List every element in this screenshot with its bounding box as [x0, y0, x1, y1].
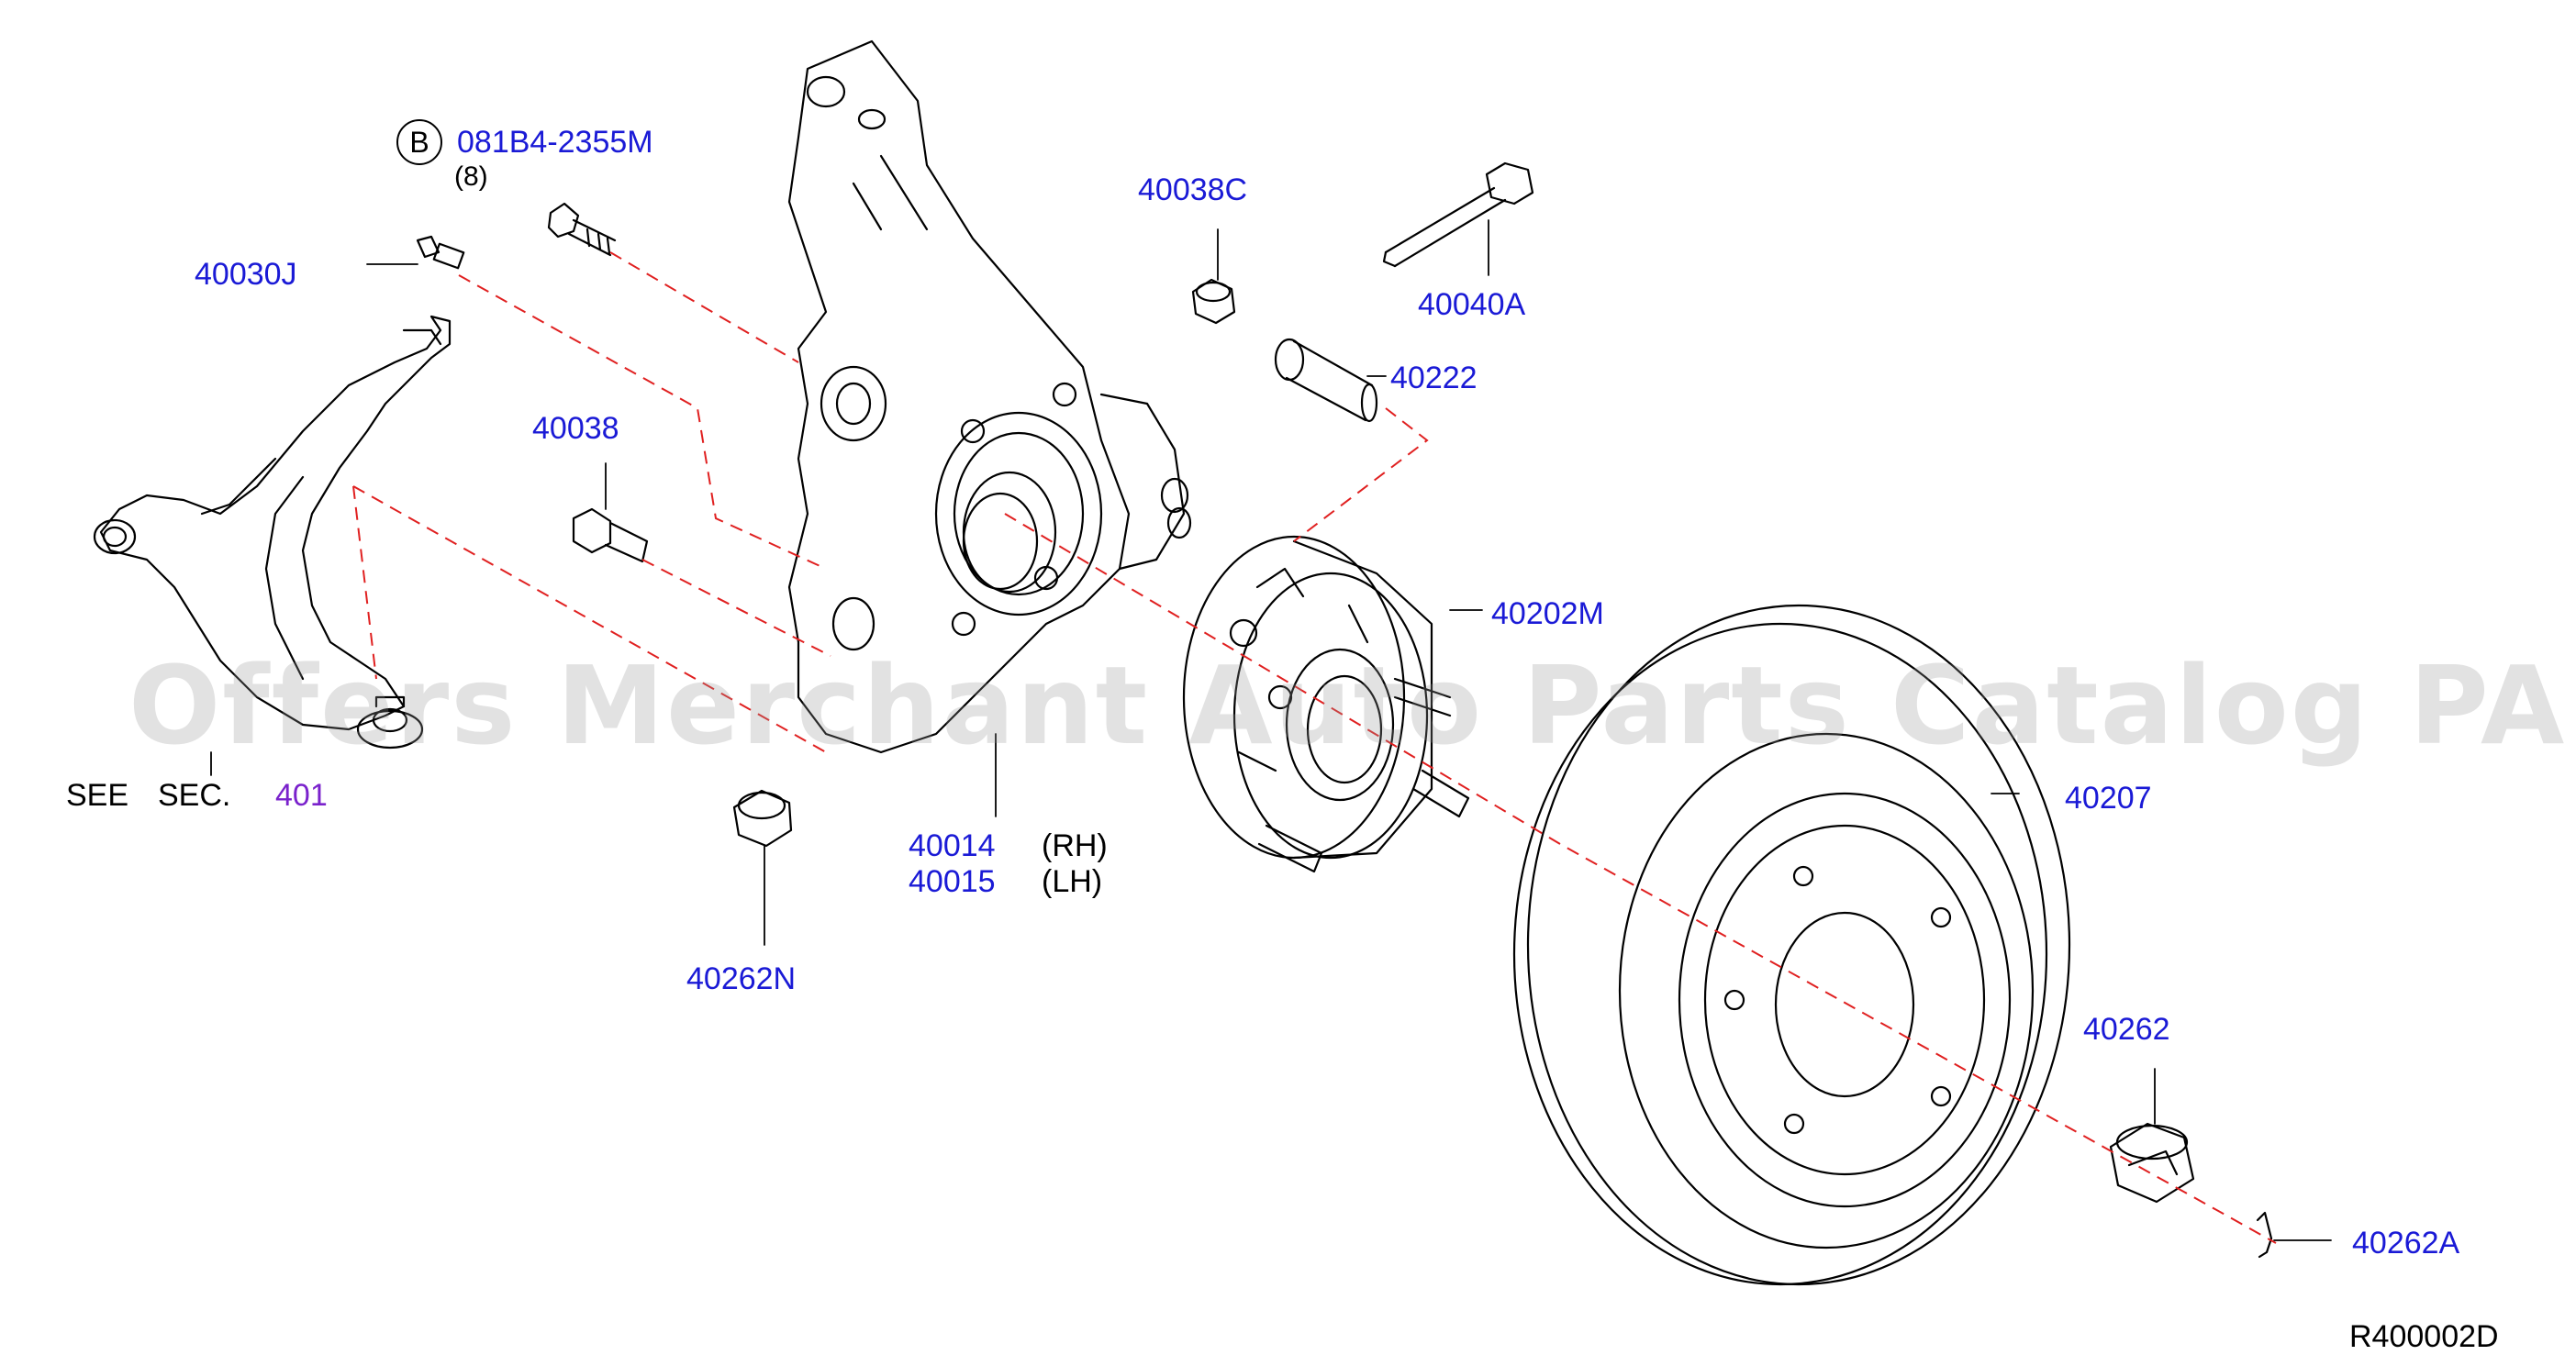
bolt-ref-letter: B [409, 125, 429, 159]
bolt-40038 [572, 507, 649, 563]
label-40262a[interactable]: 40262A [2352, 1226, 2460, 1260]
label-40262[interactable]: 40262 [2083, 1012, 2170, 1047]
lower-control-arm [93, 315, 452, 750]
section-link-401[interactable]: 401 [275, 778, 328, 813]
bolt-ref-circle: B [396, 119, 442, 165]
stud-40222 [1274, 338, 1378, 423]
label-40202m[interactable]: 40202M [1491, 596, 1604, 631]
label-40014[interactable]: 40014 [909, 828, 996, 863]
label-40207[interactable]: 40207 [2065, 781, 2152, 816]
label-081b4-2355m[interactable]: 081B4-2355M [457, 125, 653, 160]
label-40040a[interactable]: 40040A [1418, 287, 1526, 322]
hub-40202m [1182, 535, 1470, 873]
nut-40262n [732, 789, 793, 848]
nut-40038c [1191, 278, 1236, 325]
stud-40030j [416, 235, 465, 270]
label-40038[interactable]: 40038 [532, 411, 619, 446]
label-rh: (RH) [1042, 828, 1108, 863]
label-bolt-qty: (8) [454, 161, 488, 192]
label-lh: (LH) [1042, 864, 1103, 899]
label-40222[interactable]: 40222 [1390, 361, 1478, 395]
label-40030j[interactable]: 40030J [195, 257, 297, 292]
rotor-40207 [1512, 604, 2071, 1286]
label-40262n[interactable]: 40262N [686, 961, 797, 996]
steering-knuckle [787, 39, 1192, 754]
bolt-081b4 [547, 202, 617, 257]
clip-40262a [2256, 1211, 2273, 1259]
label-40038c[interactable]: 40038C [1138, 172, 1248, 207]
leader-lines [210, 219, 2332, 1241]
see-label: SEE [66, 778, 129, 813]
label-40015[interactable]: 40015 [909, 864, 996, 899]
diagram-code: R400002D [2349, 1319, 2499, 1354]
watermark: Offers Merchant Auto Parts Catalog PARTS… [128, 642, 2576, 769]
bolt-40040a [1382, 161, 1534, 268]
nut-40262 [2109, 1122, 2195, 1204]
sec-label: SEC. [158, 778, 231, 813]
